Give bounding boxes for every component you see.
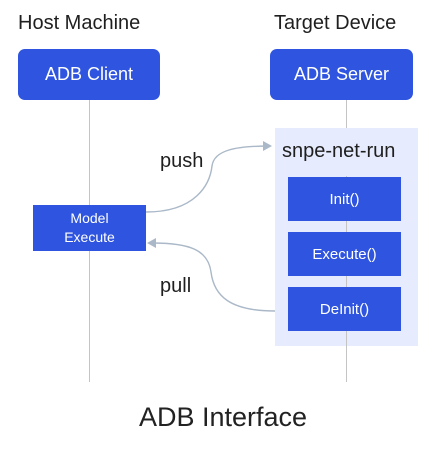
- target-device-heading: Target Device: [274, 12, 397, 34]
- host-machine-heading: Host Machine: [18, 12, 141, 34]
- adb-server-box: ADB Server: [270, 49, 413, 100]
- pull-arrowhead: [147, 238, 156, 248]
- pull-label: pull: [160, 275, 192, 297]
- snpe-net-run-title: snpe-net-run: [282, 140, 396, 162]
- adb-client-box: ADB Client: [18, 49, 160, 100]
- deinit-step: DeInit(): [288, 287, 401, 331]
- push-label: push: [160, 150, 204, 172]
- target-lifeline-lower: [346, 176, 347, 382]
- model-execute-line1: Model: [70, 210, 109, 226]
- pull-arrow: [151, 242, 276, 312]
- init-step: Init(): [288, 177, 401, 221]
- push-arrowhead: [263, 141, 272, 151]
- diagram-caption: ADB Interface: [138, 402, 308, 432]
- target-lifeline-upper: [346, 100, 347, 128]
- execute-step: Execute(): [288, 232, 401, 276]
- model-execute-line2: Execute: [64, 229, 115, 245]
- push-arrow: [145, 145, 271, 213]
- model-execute-box: Model Execute: [33, 205, 146, 251]
